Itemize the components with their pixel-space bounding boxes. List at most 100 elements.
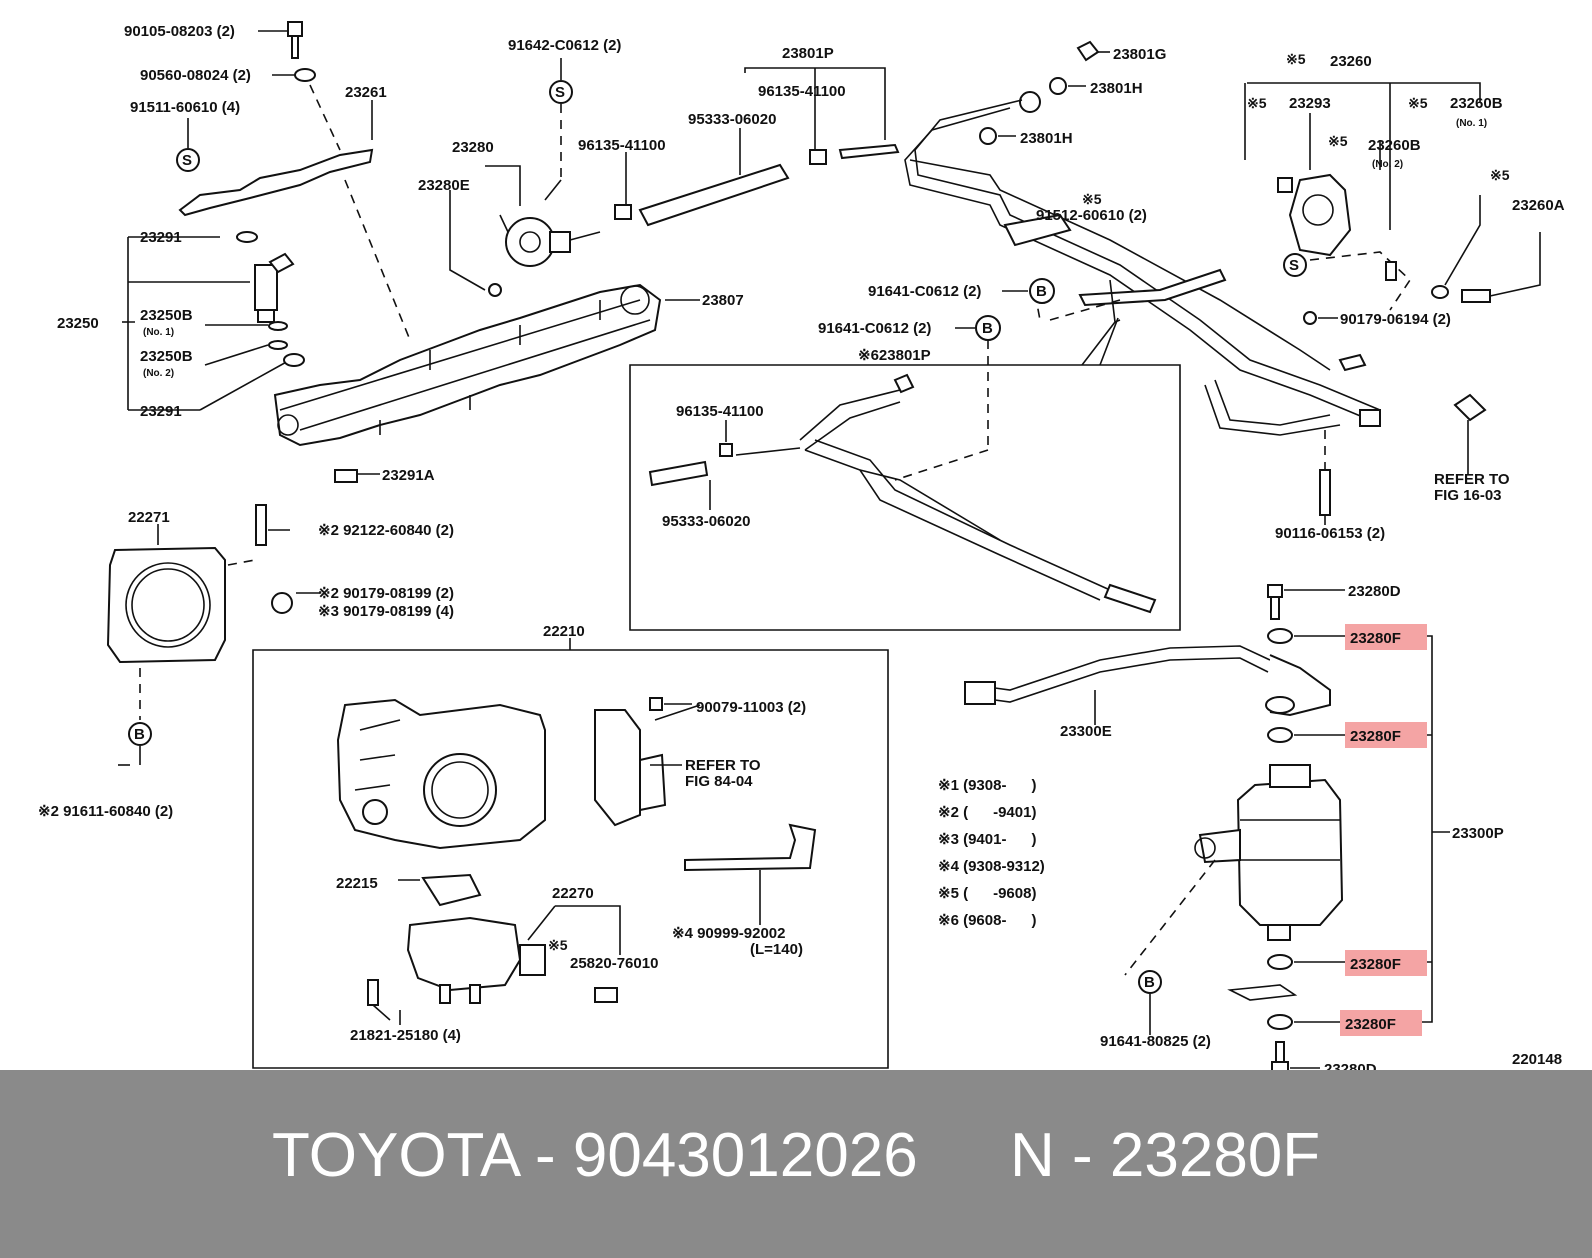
label-mark5-f: ※5 xyxy=(1490,167,1510,183)
label-90105: 90105-08203 (2) xyxy=(124,23,235,40)
footer-reference: N - 23280F xyxy=(1010,1121,1321,1190)
footnote-1: ※1 (9308- ) xyxy=(938,777,1036,794)
label-refer-84-04-a: REFER TO xyxy=(685,757,761,774)
label-23280D-top: 23280D xyxy=(1348,583,1401,600)
footnote-4: ※4 (9308-9312) xyxy=(938,858,1045,875)
label-mark5-a: ※5 xyxy=(1082,191,1102,207)
label-22215: 22215 xyxy=(336,875,378,892)
label-92122: ※2 92122-60840 (2) xyxy=(318,522,454,539)
footnote-2: ※2 ( -9401) xyxy=(938,804,1036,821)
label-mark5-c: ※5 xyxy=(1247,95,1267,111)
footnotes: ※1 (9308- ) ※2 ( -9401) ※3 (9401- ) ※4 (… xyxy=(938,777,1045,929)
label-mark5-e: ※5 xyxy=(1328,133,1348,149)
highlight-23280F-3 xyxy=(1345,950,1427,976)
label-mark5-b: ※5 xyxy=(1286,51,1306,67)
label-refer-84-04-b: FIG 84-04 xyxy=(685,773,753,790)
label-23250B-no1: 23250B xyxy=(140,307,193,324)
circle-letter-b-2: B xyxy=(982,320,993,337)
parts-diagram: 90105-08203 (2) 90560-08024 (2) 91511-60… xyxy=(38,21,1565,1070)
circle-letter-b-4: B xyxy=(1144,974,1155,991)
label-25820: 25820-76010 xyxy=(570,955,658,972)
label-91642: 91642-C0612 (2) xyxy=(508,37,621,54)
label-23261: 23261 xyxy=(345,84,387,101)
label-91641-a: 91641-C0612 (2) xyxy=(868,283,981,300)
label-refer-16-03-b: FIG 16-03 xyxy=(1434,487,1502,504)
fuel-rail-group xyxy=(122,21,700,483)
label-90079: 90079-11003 (2) xyxy=(696,699,806,716)
label-23260B-no2: 23260B xyxy=(1368,137,1421,154)
label-23280F-2: 23280F xyxy=(1350,728,1401,745)
pressure-regulator-group xyxy=(449,40,1110,297)
label-95333-b: 95333-06020 xyxy=(662,513,750,530)
throttle-body-group xyxy=(252,638,889,1069)
label-23291-top: 23291 xyxy=(140,229,182,246)
label-no1: (No. 1) xyxy=(143,327,174,338)
label-90116: 90116-06153 (2) xyxy=(1275,525,1385,542)
label-23250: 23250 xyxy=(57,315,99,332)
label-23280D-bottom: 23280D xyxy=(1324,1061,1377,1070)
highlight-23280F-2 xyxy=(1345,722,1427,748)
fuel-filter-group xyxy=(964,584,1450,1070)
label-23280F-1: 23280F xyxy=(1350,630,1401,647)
footnote-6: ※6 (9608- ) xyxy=(938,912,1036,929)
label-91512: 91512-60610 (2) xyxy=(1036,207,1147,224)
label-23293: 23293 xyxy=(1289,95,1331,112)
label-23260: 23260 xyxy=(1330,53,1372,70)
label-23801G: 23801G xyxy=(1113,46,1166,63)
label-23260A: 23260A xyxy=(1512,197,1565,214)
label-no2: (No. 2) xyxy=(143,368,174,379)
part-labels: 90105-08203 (2) 90560-08024 (2) 91511-60… xyxy=(38,23,1565,1070)
footer-brand-part-number: TOYOTA - 9043012026 xyxy=(272,1121,918,1190)
label-95333-a: 95333-06020 xyxy=(688,111,776,128)
label-23801H-1: 23801H xyxy=(1090,80,1143,97)
damper-group xyxy=(1244,82,1541,475)
label-91641-80825: 91641-80825 (2) xyxy=(1100,1033,1211,1050)
fuel-lines xyxy=(904,99,1381,525)
label-90179-08199-b: ※3 90179-08199 (4) xyxy=(318,603,454,620)
label-l140: (L=140) xyxy=(750,941,803,958)
label-91511: 91511-60610 (4) xyxy=(130,99,240,116)
label-mark5-d: ※5 xyxy=(1408,95,1428,111)
label-23300E: 23300E xyxy=(1060,723,1112,740)
label-23280F-3: 23280F xyxy=(1350,956,1401,973)
label-96135-b: 96135-41100 xyxy=(758,83,846,100)
label-22270: 22270 xyxy=(552,885,594,902)
label-23291A: 23291A xyxy=(382,467,435,484)
label-90999: ※4 90999-92002 xyxy=(672,925,786,942)
label-22210: 22210 xyxy=(543,623,585,640)
highlight-23280F-1 xyxy=(1345,624,1427,650)
label-refer-16-03-a: REFER TO xyxy=(1434,471,1510,488)
figure-number: 220148 xyxy=(1512,1051,1562,1068)
circle-letter-s-3: S xyxy=(1289,257,1299,274)
label-23300P: 23300P xyxy=(1452,825,1504,842)
part-number-footer: TOYOTA - 9043012026 N - 23280F xyxy=(0,1070,1592,1258)
label-22271: 22271 xyxy=(128,509,170,526)
label-21821: 21821-25180 (4) xyxy=(350,1027,461,1044)
circle-letter-s-2: S xyxy=(182,152,192,169)
label-no2-b: (No. 2) xyxy=(1372,159,1403,170)
label-23801P: 23801P xyxy=(782,45,834,62)
label-90560: 90560-08024 (2) xyxy=(140,67,251,84)
label-23280E: 23280E xyxy=(418,177,470,194)
label-23280F-4: 23280F xyxy=(1345,1016,1396,1033)
label-mark5-g: ※5 xyxy=(548,937,568,953)
circle-letter-b-1: B xyxy=(1036,283,1047,300)
highlight-23280F-4 xyxy=(1340,1010,1422,1036)
inset-23801P xyxy=(629,278,1181,631)
footnote-5: ※5 ( -9608) xyxy=(938,885,1036,902)
label-23260B-no1: 23260B xyxy=(1450,95,1503,112)
label-96135-c: 96135-41100 xyxy=(676,403,764,420)
gasket-group xyxy=(106,504,320,766)
label-23280: 23280 xyxy=(452,139,494,156)
circle-letter-b-3: B xyxy=(134,726,145,743)
label-23250B-no2: 23250B xyxy=(140,348,193,365)
label-91611: ※2 91611-60840 (2) xyxy=(38,803,173,820)
label-96135-a: 96135-41100 xyxy=(578,137,666,154)
footnote-3: ※3 (9401- ) xyxy=(938,831,1036,848)
circle-letter-s-1: S xyxy=(555,84,565,101)
label-23807: 23807 xyxy=(702,292,744,309)
label-91641-b: 91641-C0612 (2) xyxy=(818,320,931,337)
label-no1-b: (No. 1) xyxy=(1456,118,1487,129)
label-90179-06194: 90179-06194 (2) xyxy=(1340,311,1451,328)
label-90179-08199-a: ※2 90179-08199 (2) xyxy=(318,585,454,602)
